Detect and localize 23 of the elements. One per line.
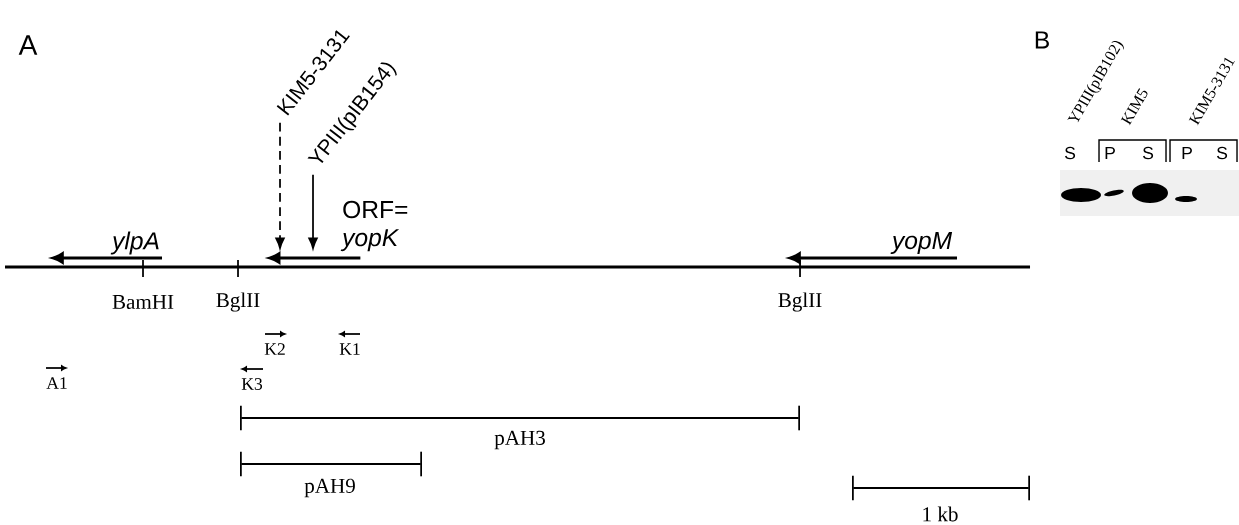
gene-label: ylpA bbox=[110, 231, 159, 255]
lane-label: P bbox=[1105, 146, 1115, 160]
panel-letter: B bbox=[1035, 31, 1049, 49]
leader-line bbox=[308, 173, 318, 249]
gene-label: yopM bbox=[890, 232, 953, 254]
gene-arrow bbox=[268, 252, 361, 264]
lane-label: S bbox=[1142, 146, 1154, 160]
restriction-site-label: BglII bbox=[778, 292, 822, 312]
lane-label: S bbox=[1216, 146, 1228, 160]
primer-label: K2 bbox=[264, 343, 285, 355]
primer-label: A1 bbox=[46, 377, 67, 389]
fragment-label: pAH9 bbox=[304, 478, 355, 498]
restriction-site-label: BamHI bbox=[112, 295, 174, 309]
leader-line bbox=[275, 121, 285, 249]
lane-label: S bbox=[1064, 146, 1076, 160]
panel-letter: A bbox=[18, 35, 38, 55]
primer-label: K3 bbox=[241, 378, 263, 390]
fragment-label: pAH3 bbox=[494, 430, 545, 450]
gene-label: ORF= yopK bbox=[340, 200, 408, 252]
lane-label: P bbox=[1182, 146, 1192, 160]
scale-label: 1 kb bbox=[923, 506, 958, 522]
primer-label: K1 bbox=[339, 343, 360, 355]
restriction-site-label: BglII bbox=[216, 292, 260, 312]
